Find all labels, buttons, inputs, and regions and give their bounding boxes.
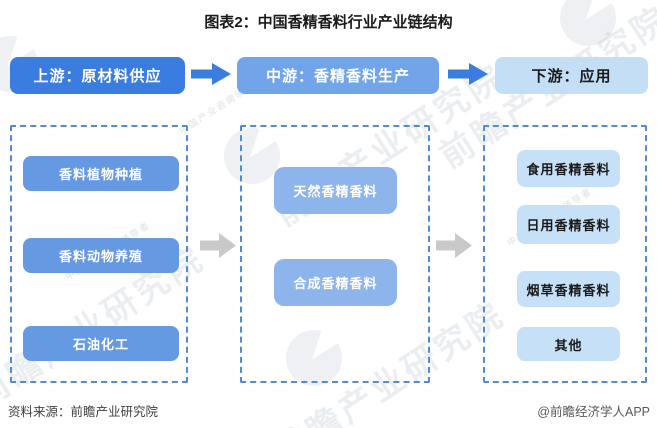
upstream-node: 香料动物养殖 [23, 238, 179, 273]
credit-note: @前瞻经济学人APP [537, 405, 650, 419]
right-arrow-icon [448, 63, 488, 85]
upstream-node: 香料植物种植 [23, 156, 179, 191]
downstream-stage-panel: 食用香精香料 日用香精香料 烟草香精香料 其他 [483, 125, 647, 383]
upstream-stage-panel: 香料植物种植 香料动物养殖 石油化工 [10, 125, 188, 383]
right-arrow-icon [436, 233, 472, 258]
upstream-node: 石油化工 [23, 326, 179, 361]
midstream-node: 天然香精香料 [274, 167, 397, 214]
midstream-stage-panel: 天然香精香料 合成香精香料 [240, 125, 430, 383]
right-arrow-icon [200, 233, 236, 258]
source-note: 资料来源：前瞻产业研究院 [8, 405, 159, 419]
downstream-node: 烟草香精香料 [517, 271, 620, 307]
downstream-header-box: 下游：应用 [495, 57, 648, 94]
downstream-node: 食用香精香料 [517, 150, 620, 187]
downstream-node: 日用香精香料 [517, 205, 620, 244]
midstream-header-box: 中游：香精香料生产 [237, 57, 439, 94]
figure-title: 图表2：中国香精香料行业产业链结构 [204, 14, 453, 31]
midstream-node: 合成香精香料 [274, 259, 397, 306]
upstream-header-box: 上游：原材料供应 [10, 57, 185, 94]
downstream-node: 其他 [517, 327, 620, 361]
right-arrow-icon [191, 63, 231, 85]
